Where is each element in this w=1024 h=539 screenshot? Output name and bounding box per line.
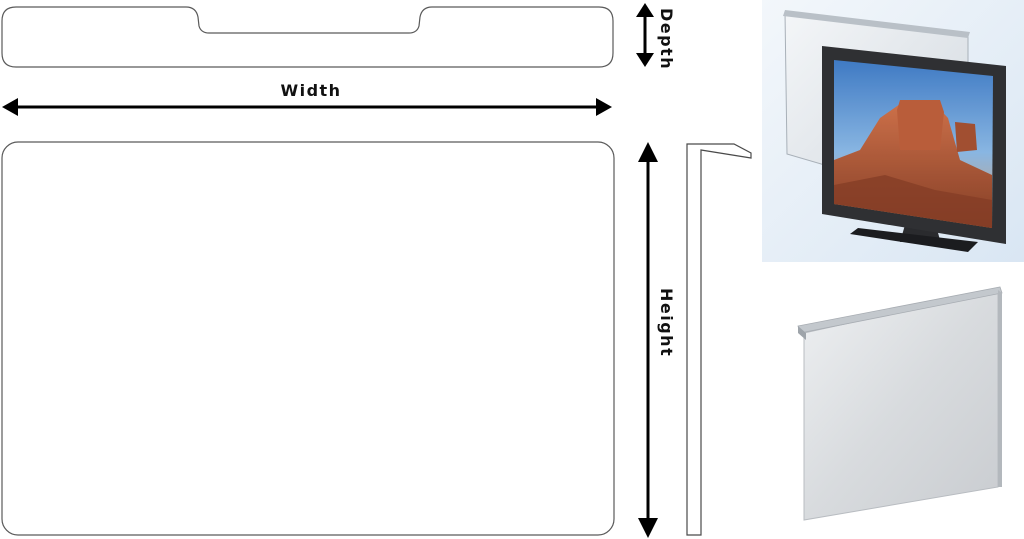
width-arrow-icon	[2, 98, 612, 116]
depth-label: Depth	[657, 8, 676, 70]
depth-arrow-icon	[636, 3, 654, 67]
side-profile-outline	[686, 143, 752, 536]
front-view-outline	[1, 141, 615, 536]
tv-with-protector-photo	[762, 0, 1024, 262]
width-label: Width	[280, 81, 341, 100]
height-arrow-icon	[638, 142, 658, 538]
protector-panel-photo	[797, 286, 1003, 521]
top-view-outline	[1, 6, 614, 68]
height-label: Height	[657, 288, 676, 357]
